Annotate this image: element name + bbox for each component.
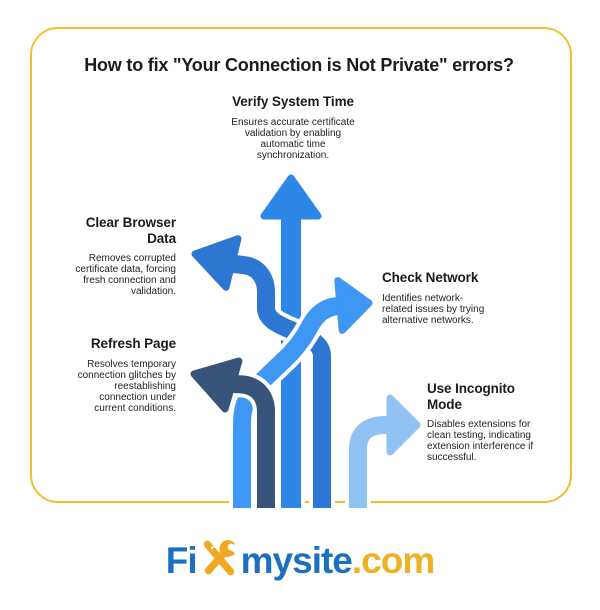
logo-text-fi: Fi [165, 539, 198, 581]
step-heading: Check Network [382, 270, 479, 285]
crossed-tools-icon [203, 540, 240, 576]
right-arrowhead-icon [386, 394, 421, 456]
step-description: Resolves temporary connection glitches b… [77, 358, 176, 414]
step-heading: Verify System Time [232, 94, 354, 109]
logo-text-mysite: mysite [240, 539, 353, 581]
right-arrowhead-icon [334, 277, 373, 334]
step-heading: Refresh Page [90, 336, 176, 351]
step-verify-system-time: Verify System Time Ensures accurate cert… [213, 94, 373, 161]
refresh-arrow [190, 357, 279, 508]
step-use-incognito-mode: Use Incognito Mode Disables extensions f… [427, 381, 562, 463]
check-network-arrow [229, 277, 373, 508]
step-description: Identifies network- related issues by tr… [382, 292, 485, 326]
step-heading: Clear Browser Data [85, 215, 176, 246]
step-heading: Use Incognito Mode [427, 381, 515, 412]
step-description: Ensures accurate certificate validation … [231, 116, 355, 161]
page-title: How to fix "Your Connection is Not Priva… [84, 55, 514, 75]
logo-text-com: .com [351, 539, 435, 581]
incognito-arrow [345, 394, 421, 508]
step-description: Disables extensions for clean testing, i… [427, 419, 534, 463]
step-refresh-page: Refresh Page Resolves temporary connecti… [56, 336, 177, 414]
step-clear-browser-data: Clear Browser Data Removes corrupted cer… [56, 215, 176, 297]
left-arrowhead-icon [191, 235, 242, 291]
left-arrowhead-icon [190, 357, 243, 413]
step-description: Removes corrupted certificate data, forc… [75, 253, 176, 297]
step-check-network: Check Network Identifies network- relate… [382, 270, 517, 326]
fixmysite-logo: Fi mysite .com [0, 534, 600, 586]
up-arrowhead-icon [260, 174, 322, 220]
clear-browser-arrow [191, 235, 335, 508]
